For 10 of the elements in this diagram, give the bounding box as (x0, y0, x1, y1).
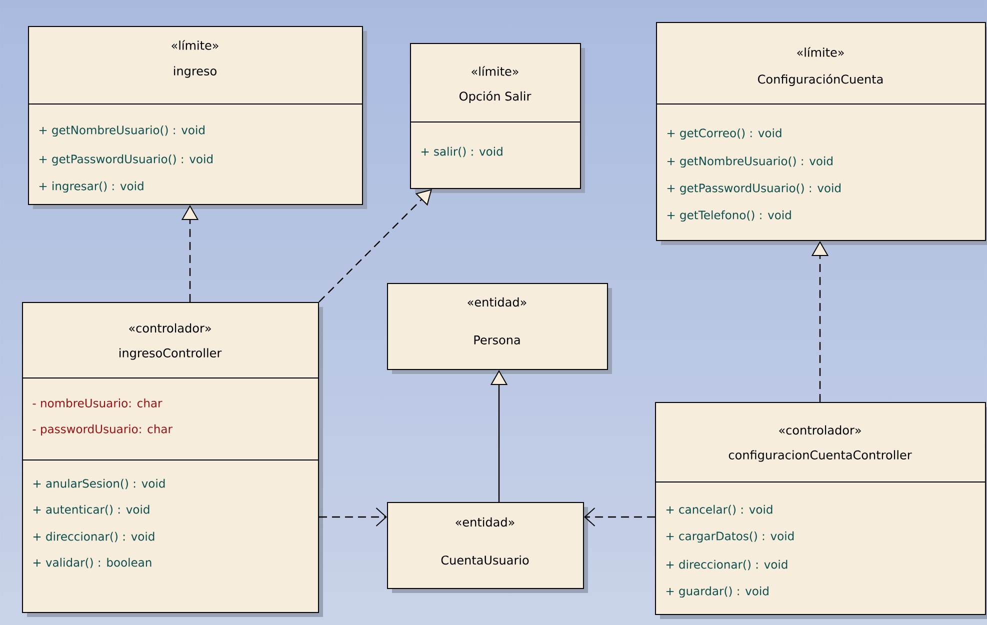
class-box: «controlador» ingresoController - nombreUsuario: char - passwordUsuario: char + anularSesion() : void + autenticar() : void + direccionar() : void + validar() : boolean (22, 302, 323, 617)
arrow (584, 508, 655, 526)
arrow (318, 189, 432, 302)
class-box: «límite» ingreso + getNombreUsuario() : void + getPasswordUsuario() : void + ingresar() : void (28, 26, 367, 209)
class-box: «entidad» Persona (387, 283, 612, 374)
class-box: «controlador» configuracionCuentaController + cancelar() : void + cargarDatos() : void + direccionar() : void + guardar() : void (654, 402, 987, 619)
class-box: «límite» ConfiguraciónCuenta + getCorreo() : void + getNombreUsuario() : void + getPasswordUsuario() : void + getTelefono() : void (656, 22, 987, 245)
class-box: «entidad» CuentaUsuario (387, 502, 588, 593)
arrow (319, 508, 387, 526)
class-box: «límite» Opción Salir + salir() : void (410, 43, 585, 193)
